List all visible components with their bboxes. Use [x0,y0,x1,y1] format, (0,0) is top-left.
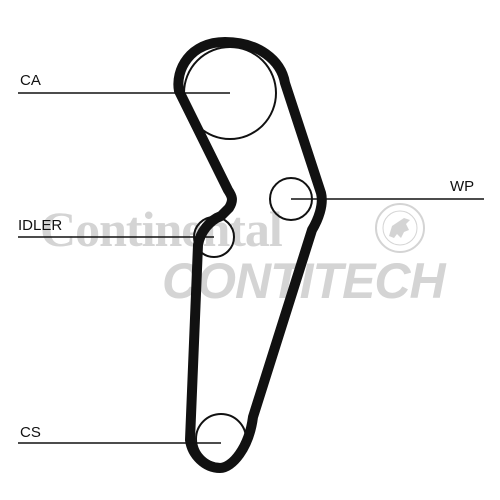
idler-label: IDLER [18,217,62,234]
cs-label: CS [20,424,41,441]
watermark: Continental CONTITECH [40,201,448,309]
crankshaft-pulley [195,413,247,465]
wp-label: WP [450,178,474,195]
horse-seal-icon [375,203,425,253]
watermark-brand: Continental [40,201,283,257]
ca-label: CA [20,72,41,89]
